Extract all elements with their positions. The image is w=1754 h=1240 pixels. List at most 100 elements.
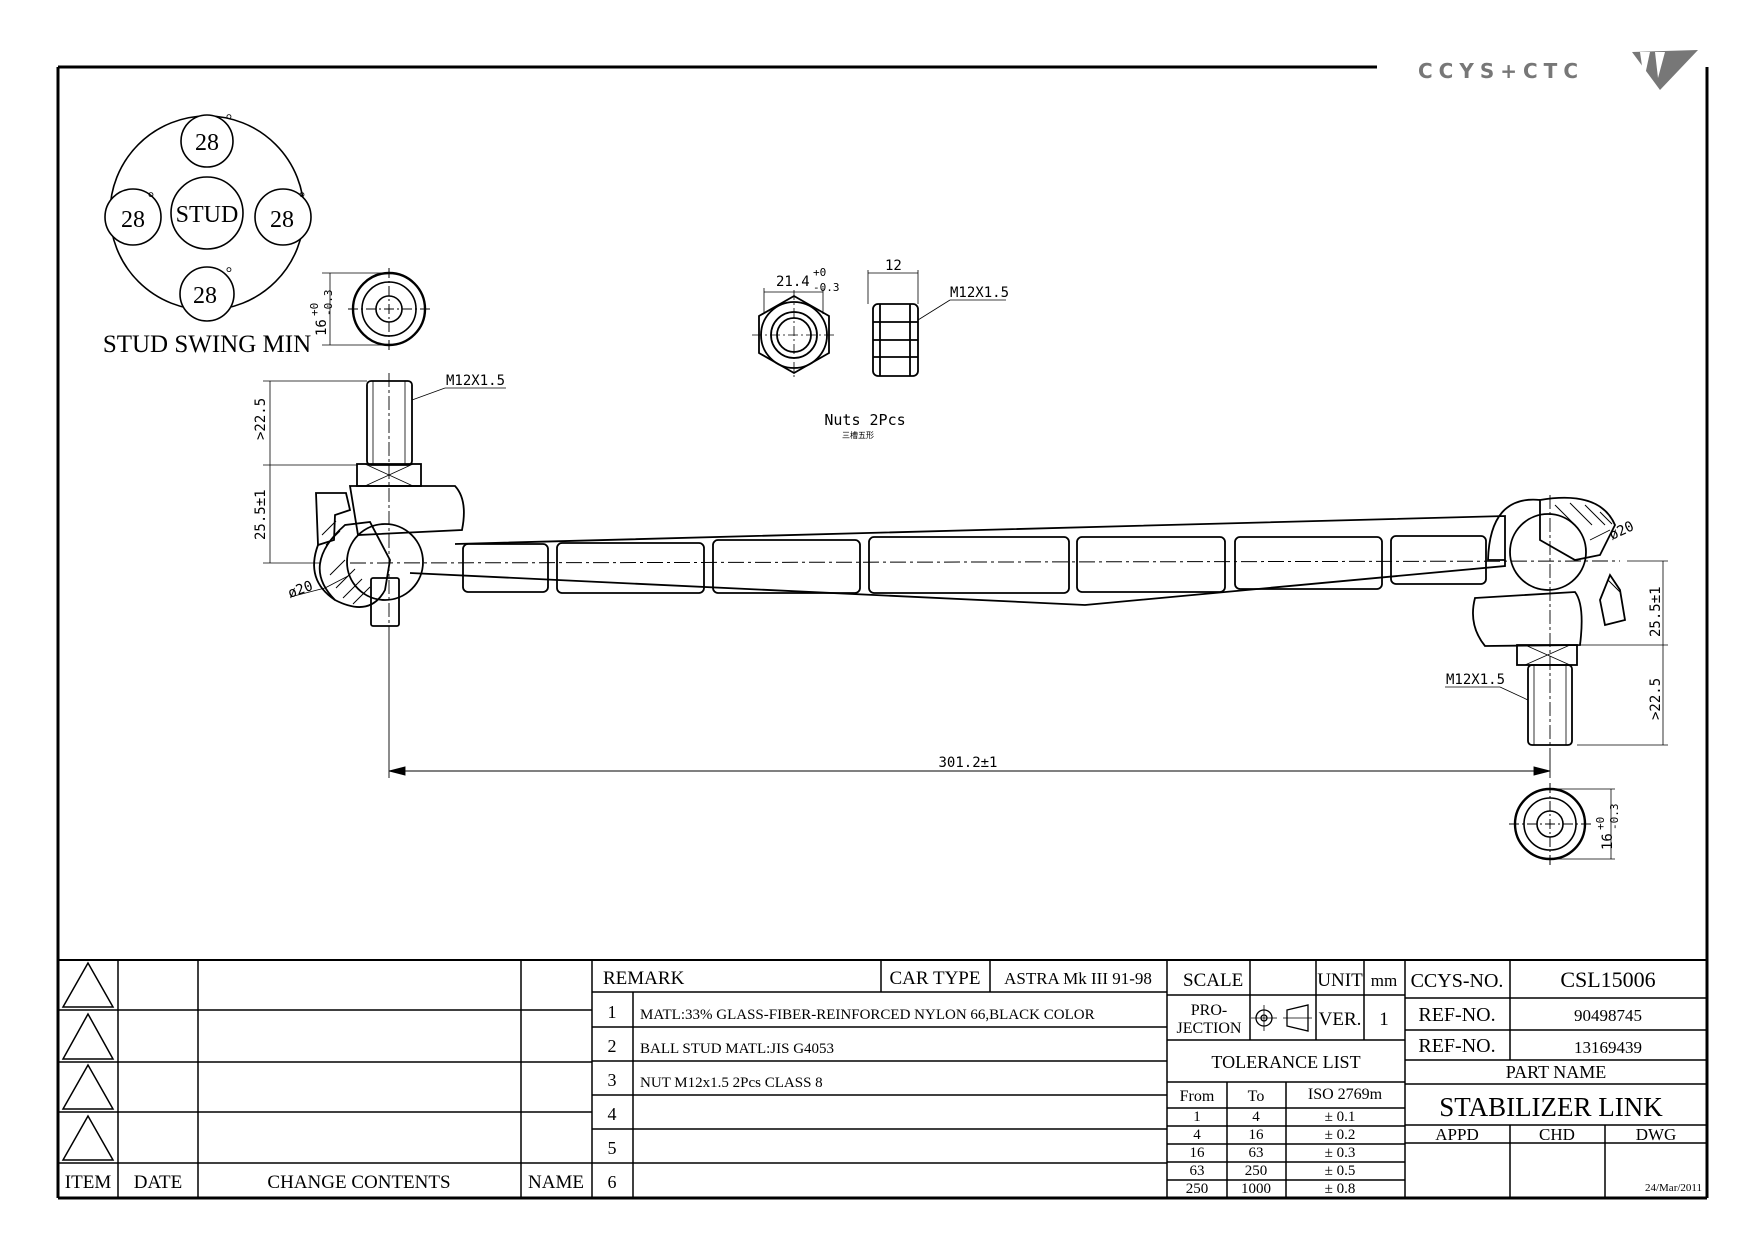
unit-label: UNIT bbox=[1317, 970, 1363, 991]
part-name-value: STABILIZER LINK bbox=[1439, 1092, 1663, 1122]
nut-dimension-labels: 21.4 +0 -0.3 12 M12X1.5 Nuts 2Pcs 三槽五形 bbox=[776, 258, 1009, 440]
degree-symbol-top: ° bbox=[226, 112, 232, 129]
nut-side-view bbox=[867, 270, 1006, 377]
stud-swing-diagram bbox=[104, 114, 312, 322]
tol-row-1-from: 1 bbox=[1193, 1109, 1201, 1125]
stud-thread-right: M12X1.5 bbox=[1446, 672, 1505, 688]
scale-label: SCALE bbox=[1183, 970, 1243, 991]
car-type-label: CAR TYPE bbox=[890, 968, 981, 989]
revision-table-grid bbox=[58, 960, 593, 1198]
header-item: ITEM bbox=[65, 1172, 112, 1193]
ref-no-1-label: REF-NO. bbox=[1418, 1004, 1495, 1026]
remark-table-text: REMARK CAR TYPE ASTRA Mk III 91-98 1 MAT… bbox=[603, 968, 1152, 1192]
ref-no-1-value: 90498745 bbox=[1574, 1006, 1642, 1025]
boot-tol-lower-right: -0.3 bbox=[1608, 804, 1621, 831]
unit-value: mm bbox=[1371, 971, 1397, 990]
nut-front-view bbox=[752, 288, 836, 380]
stud-swing-caption: STUD SWING MIN bbox=[103, 331, 311, 358]
tol-header-to: To bbox=[1248, 1088, 1265, 1105]
ball-dia-left: ø20 bbox=[286, 578, 315, 602]
ccys-no-value: CSL15006 bbox=[1560, 967, 1655, 992]
ref-no-2-value: 13169439 bbox=[1574, 1038, 1642, 1057]
boot-dim-right: 16 +0 -0.3 bbox=[1594, 804, 1621, 851]
header-date: DATE bbox=[134, 1172, 183, 1193]
boot-top-view-left bbox=[322, 268, 432, 352]
swing-angle-right: 28 bbox=[270, 207, 294, 233]
stud-thread-left: M12X1.5 bbox=[446, 373, 505, 389]
overall-length-dim bbox=[388, 640, 1551, 778]
tolerance-title: TOLERANCE LIST bbox=[1211, 1052, 1360, 1072]
remark-text-2: BALL STUD MATL:JIS G4053 bbox=[640, 1041, 834, 1057]
degree-symbol-left: ° bbox=[148, 190, 154, 207]
nut-across-flats: 21.4 bbox=[776, 274, 810, 290]
right-joint-labels: M12X1.5 >22.5 25.5±1 ø20 bbox=[1446, 518, 1664, 720]
remark-text-1: MATL:33% GLASS-FIBER-REINFORCED NYLON 66… bbox=[640, 1007, 1095, 1023]
tol-row-1-value: ± 0.1 bbox=[1325, 1109, 1356, 1125]
scale-block-text: SCALE UNIT mm PRO- JECTION VER. 1 TOLERA… bbox=[1177, 970, 1398, 1197]
left-joint-hatching bbox=[321, 520, 371, 605]
remark-num-6: 6 bbox=[608, 1172, 617, 1192]
left-joint-labels: M12X1.5 >22.5 25.5±1 ø20 bbox=[253, 373, 505, 602]
revision-table-headers: ITEM DATE CHANGE CONTENTS NAME bbox=[65, 1172, 584, 1193]
tol-row-3-from: 16 bbox=[1190, 1145, 1206, 1161]
tol-row-5-from: 250 bbox=[1186, 1181, 1209, 1197]
header-name: NAME bbox=[528, 1172, 584, 1193]
stud-swing-labels: 28 ° 28 ° STUD 28 ° 28 ° STUD SWING MIN bbox=[103, 112, 311, 358]
tol-row-5-to: 1000 bbox=[1241, 1181, 1271, 1197]
remark-num-5: 5 bbox=[608, 1138, 617, 1158]
right-joint-hatching bbox=[1554, 502, 1621, 593]
right-joint-dim-lines bbox=[1445, 529, 1668, 746]
degree-symbol-bottom: ° bbox=[226, 265, 232, 282]
part-name-label: PART NAME bbox=[1506, 1062, 1606, 1082]
tol-header-from: From bbox=[1180, 1088, 1215, 1105]
tol-row-4-from: 63 bbox=[1190, 1163, 1205, 1179]
nut-height: 12 bbox=[885, 258, 902, 274]
right-ball-joint bbox=[1472, 495, 1627, 760]
boot-dim-left: 16 +0 -0.3 bbox=[308, 290, 335, 337]
degree-symbol-right: ° bbox=[299, 190, 305, 207]
remark-num-2: 2 bbox=[608, 1036, 617, 1056]
tol-row-2-from: 4 bbox=[1193, 1127, 1201, 1143]
logo-text: CCYS+CTC bbox=[1418, 59, 1584, 83]
swing-angle-left: 28 bbox=[121, 207, 145, 233]
drawing-date: 24/Mar/2011 bbox=[1645, 1182, 1702, 1194]
remark-num-4: 4 bbox=[608, 1104, 617, 1124]
remark-table-grid bbox=[592, 960, 1168, 1198]
left-ball-joint bbox=[313, 373, 465, 640]
projection-label-1: PRO- bbox=[1191, 1002, 1227, 1019]
nut-af-tol-upper: +0 bbox=[813, 266, 826, 279]
ver-label: VER. bbox=[1319, 1009, 1362, 1030]
logo-mark-icon bbox=[1632, 50, 1698, 90]
tol-row-3-to: 63 bbox=[1249, 1145, 1264, 1161]
chd-label: CHD bbox=[1539, 1125, 1575, 1144]
boot-top-view-right bbox=[1509, 783, 1615, 866]
boot-tol-upper-left: +0 bbox=[308, 303, 321, 316]
nuts-caption-cn: 三槽五形 bbox=[842, 430, 874, 440]
remark-header: REMARK bbox=[603, 968, 685, 989]
tol-row-2-to: 16 bbox=[1249, 1127, 1265, 1143]
drawing-border bbox=[56, 65, 1709, 1200]
tol-row-4-value: ± 0.5 bbox=[1325, 1163, 1356, 1179]
nuts-caption: Nuts 2Pcs bbox=[824, 411, 905, 429]
brand-logo: CCYS+CTC bbox=[1418, 50, 1698, 90]
swing-angle-bottom: 28 bbox=[193, 283, 217, 309]
link-body bbox=[349, 515, 1621, 606]
stud-length-right: >22.5 bbox=[1648, 678, 1664, 720]
ball-height-left: 25.5±1 bbox=[253, 489, 269, 540]
boot-tol-upper-right: +0 bbox=[1594, 817, 1607, 830]
nut-af-tol-lower: -0.3 bbox=[813, 281, 840, 294]
remark-text-3: NUT M12x1.5 2Pcs CLASS 8 bbox=[640, 1075, 823, 1091]
swing-angle-top: 28 bbox=[195, 130, 219, 156]
stud-center-label: STUD bbox=[176, 202, 239, 228]
boot-tol-lower-left: -0.3 bbox=[322, 290, 335, 317]
tol-row-4-to: 250 bbox=[1245, 1163, 1268, 1179]
header-change-contents: CHANGE CONTENTS bbox=[267, 1172, 450, 1193]
ball-dia-right: ø20 bbox=[1607, 518, 1637, 543]
remark-num-1: 1 bbox=[608, 1002, 617, 1022]
title-block-text: CCYS-NO. CSL15006 REF-NO. 90498745 REF-N… bbox=[1411, 967, 1702, 1194]
left-joint-dim-lines bbox=[263, 380, 506, 598]
overall-length-value: 301.2±1 bbox=[938, 755, 997, 771]
projection-symbol-icon bbox=[1251, 1004, 1312, 1032]
ref-no-2-label: REF-NO. bbox=[1418, 1035, 1495, 1057]
